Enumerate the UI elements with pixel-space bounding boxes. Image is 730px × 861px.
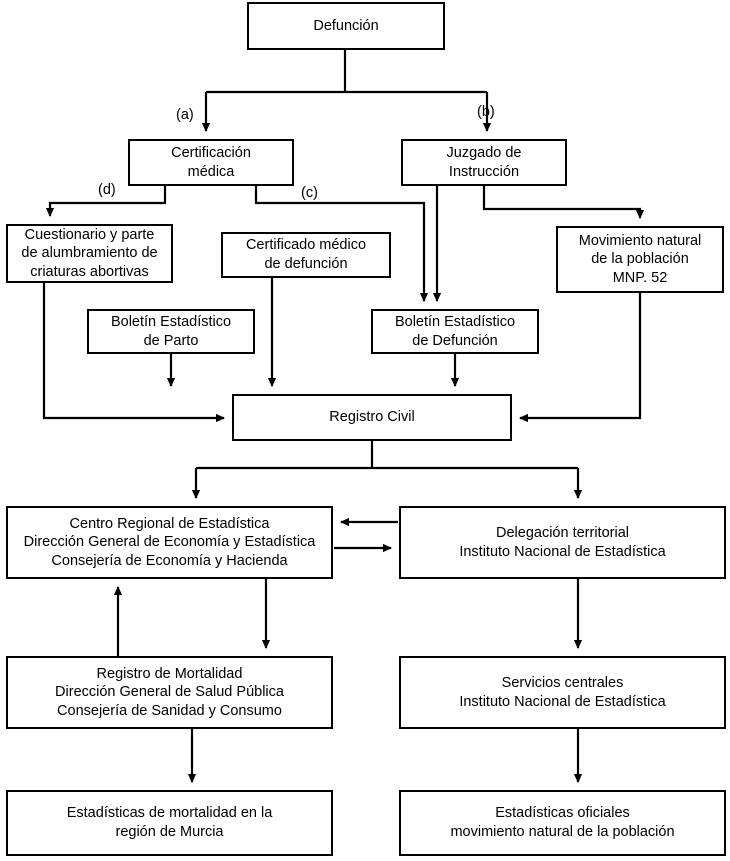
- node-centro-regional-estadistica[interactable]: Centro Regional de Estadística Dirección…: [6, 506, 333, 579]
- node-juzgado-instruccion[interactable]: Juzgado de Instrucción: [401, 139, 567, 186]
- node-certificado-medico-defuncion[interactable]: Certificado médico de defunción: [221, 232, 391, 278]
- node-estadisticas-oficiales-poblacion[interactable]: Estadísticas oficiales movimiento natura…: [399, 790, 726, 856]
- edge-label-b: (b): [477, 104, 495, 120]
- edge-label-d: (d): [98, 182, 116, 198]
- node-delegacion-territorial-ine[interactable]: Delegación territorial Instituto Naciona…: [399, 506, 726, 579]
- node-registro-mortalidad[interactable]: Registro de Mortalidad Dirección General…: [6, 656, 333, 729]
- node-estadisticas-mortalidad-murcia[interactable]: Estadísticas de mortalidad en la región …: [6, 790, 333, 856]
- node-boletin-estadistico-parto[interactable]: Boletín Estadístico de Parto: [87, 309, 255, 354]
- node-boletin-estadistico-defuncion[interactable]: Boletín Estadístico de Defunción: [371, 309, 539, 354]
- node-registro-civil[interactable]: Registro Civil: [232, 394, 512, 441]
- edge-label-a: (a): [176, 107, 194, 123]
- edge-juzgado-movimiento: [482, 186, 645, 219]
- edge-label-c: (c): [301, 185, 318, 201]
- node-cuestionario-criaturas-abortivas[interactable]: Cuestionario y parte de alumbramiento de…: [6, 224, 173, 283]
- node-movimiento-natural-poblacion[interactable]: Movimiento natural de la población MNP. …: [556, 226, 724, 293]
- node-servicios-centrales-ine[interactable]: Servicios centrales Instituto Nacional d…: [399, 656, 726, 729]
- node-defuncion[interactable]: Defunción: [247, 2, 445, 50]
- node-certificacion-medica[interactable]: Certificación médica: [128, 139, 294, 186]
